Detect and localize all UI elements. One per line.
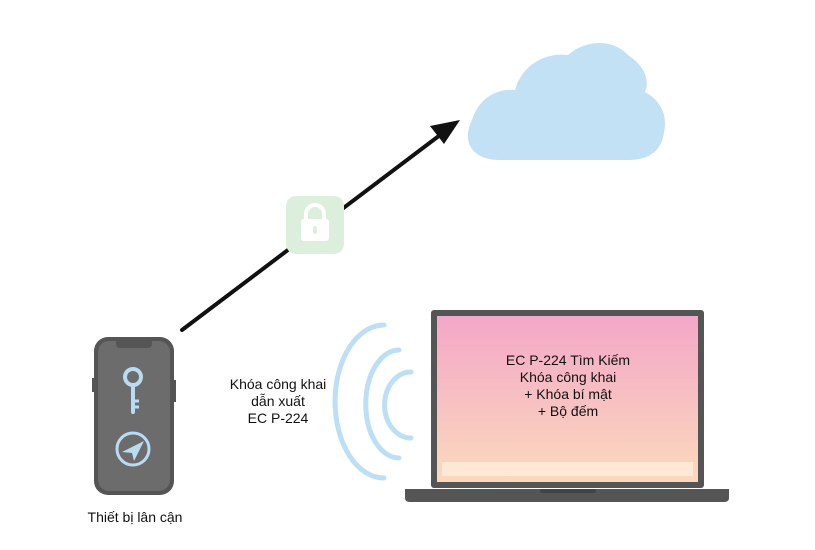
public-key-line-2: dẫn xuất xyxy=(251,393,305,409)
laptop-screen-text: EC P-224 Tìm Kiếm Khóa công khai + Khóa … xyxy=(440,352,696,420)
screen-line-2: Khóa công khai xyxy=(519,369,617,385)
laptop-screen xyxy=(437,316,698,482)
laptop xyxy=(405,310,729,502)
public-key-line-3: EC P-224 xyxy=(247,410,309,426)
wireless-signal-icon xyxy=(332,322,414,481)
screen-line-1: EC P-224 Tìm Kiếm xyxy=(505,352,631,368)
device-label: Thiết bị lân cận xyxy=(87,509,183,525)
key-icon xyxy=(123,367,143,414)
location-arrow-icon xyxy=(115,431,151,467)
public-key-line-1: Khóa công khai xyxy=(229,376,327,392)
nearby-device-phone xyxy=(92,337,176,495)
cloud-icon xyxy=(467,42,666,160)
screen-line-3: + Khóa bí mật xyxy=(524,386,612,402)
public-key-label: Khóa công khai dẫn xuất EC P-224 xyxy=(208,376,348,427)
screen-line-4: + Bộ đếm xyxy=(537,403,599,419)
padlock-icon xyxy=(286,196,344,254)
